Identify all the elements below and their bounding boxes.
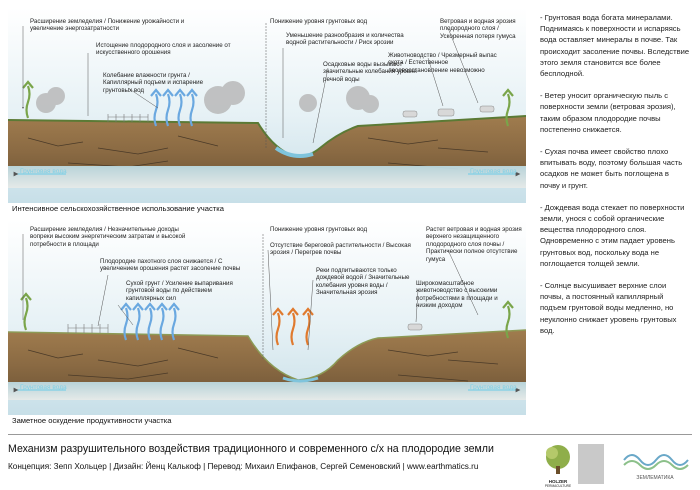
label-rain-fed-rivers: Реки подпитываются только дождевой водой… xyxy=(316,267,410,297)
earthmatics-logo: ЗЕМЛЕМАТИКА xyxy=(620,444,690,484)
earthmatics-logo-text: ЗЕМЛЕМАТИКА xyxy=(636,475,674,481)
groundwater-label-right: Грунтовая вода xyxy=(470,168,517,175)
label-groundwater-drop: Понижение уровня грунтовых вод xyxy=(270,18,368,25)
illustration-depletion xyxy=(8,220,526,415)
label-expansion: Расширение земледелия / Понижение урожай… xyxy=(30,18,185,33)
wave-icon xyxy=(623,454,689,470)
page-title: Механизм разрушительного воздействия тра… xyxy=(8,443,494,455)
label-depletion: Истощение плодородного слоя и засоление … xyxy=(96,42,231,57)
sidebar-paragraph: - Грунтовая вода богата минералами. Подн… xyxy=(540,13,690,79)
groundwater-label-right-2: Грунтовая вода xyxy=(470,384,517,391)
label-wind-erosion: Ветровая и водная эрозия плодородного сл… xyxy=(440,18,516,40)
sidebar-paragraph: - Солнце высушивает верхние слои почвы, … xyxy=(540,281,677,335)
footer-divider xyxy=(8,434,692,435)
holzer-logo-subtext: PERMACULTURE xyxy=(544,484,572,488)
illustration-intensive xyxy=(8,8,526,203)
label-vegetation: Уменьшение разнообразия и количества вод… xyxy=(286,32,404,47)
label-erosion-growth: Растет ветровая и водная эрозия верхнего… xyxy=(426,226,522,263)
sidebar-paragraph: - Ветер уносит органическую пыль с повер… xyxy=(540,91,676,134)
credits-line: Концепция: Зепп Хольцер | Дизайн: Йенц К… xyxy=(8,462,479,471)
label-dry-ground: Сухой грунт / Усиление выпаривания грунт… xyxy=(126,280,233,302)
label-river-fluctuation: Осадковые воды вызывают значительные кол… xyxy=(323,61,417,83)
sidebar-paragraph: - Дождевая вода стекает по поверхности з… xyxy=(540,202,685,268)
label-fertility-drop: Плодородие пахотного слоя снижается / С … xyxy=(100,258,241,273)
diagram-depletion: Расширение земледелия / Незначительные д… xyxy=(8,220,526,415)
label-livestock: Животноводство / Чрезмерный выпас скота … xyxy=(388,52,497,74)
caption-depletion: Заметное оскудение продуктивности участк… xyxy=(12,416,172,425)
badge-logo xyxy=(578,444,604,484)
erosion-arrows xyxy=(22,80,514,127)
groundwater-label-left: Грунтовая вода xyxy=(20,168,67,175)
explanation-sidebar: - Грунтовая вода богата минералами. Подн… xyxy=(540,12,690,347)
diagram-intensive-agriculture: Расширение земледелия / Понижение урожай… xyxy=(8,8,526,203)
label-groundwater-drop-2: Понижение уровня грунтовых вод xyxy=(270,226,368,233)
label-moisture: Колебание влажности грунта / Капиллярный… xyxy=(103,72,204,94)
holzer-logo: HOLZER PERMACULTURE xyxy=(540,444,576,488)
label-no-bank-vegetation: Отсутствие береговой растительности / Вы… xyxy=(270,242,411,257)
sidebar-paragraph: - Сухая почва имеет свойство плохо впиты… xyxy=(540,147,683,190)
evaporation-arrows xyxy=(150,88,198,127)
tree-icon xyxy=(546,445,570,474)
holzer-logo-text: HOLZER xyxy=(548,479,568,484)
label-large-livestock: Широкомасштабное животноводство с высоки… xyxy=(416,280,498,310)
caption-intensive: Интенсивное сельскохозяйственное использ… xyxy=(12,204,224,213)
label-expansion-low-income: Расширение земледелия / Незначительные д… xyxy=(30,226,186,248)
groundwater-label-left-2: Грунтовая вода xyxy=(20,384,67,391)
